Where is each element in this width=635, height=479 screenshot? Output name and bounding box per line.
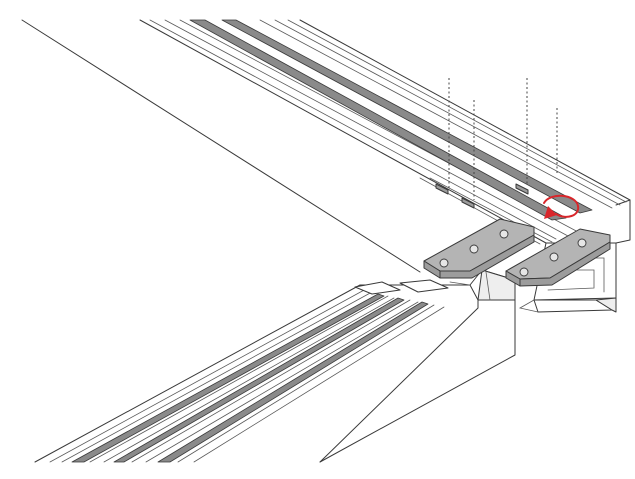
bracket-hole [549, 252, 559, 262]
corner-bracket-left [423, 218, 535, 279]
corner-bracket-right [505, 228, 611, 287]
frame-profile-lower [34, 269, 516, 463]
bracket-hole [439, 258, 449, 268]
bracket-hole [499, 229, 509, 239]
groove-insert-marks [435, 183, 529, 209]
bracket-hole [577, 238, 587, 248]
bracket-hole [519, 267, 529, 277]
bracket-hole [469, 244, 479, 254]
rotation-arrow-icon [543, 194, 580, 219]
panel-edge-line [21, 19, 421, 273]
frame-profile-upper [139, 19, 631, 313]
insertion-guides [448, 78, 558, 200]
